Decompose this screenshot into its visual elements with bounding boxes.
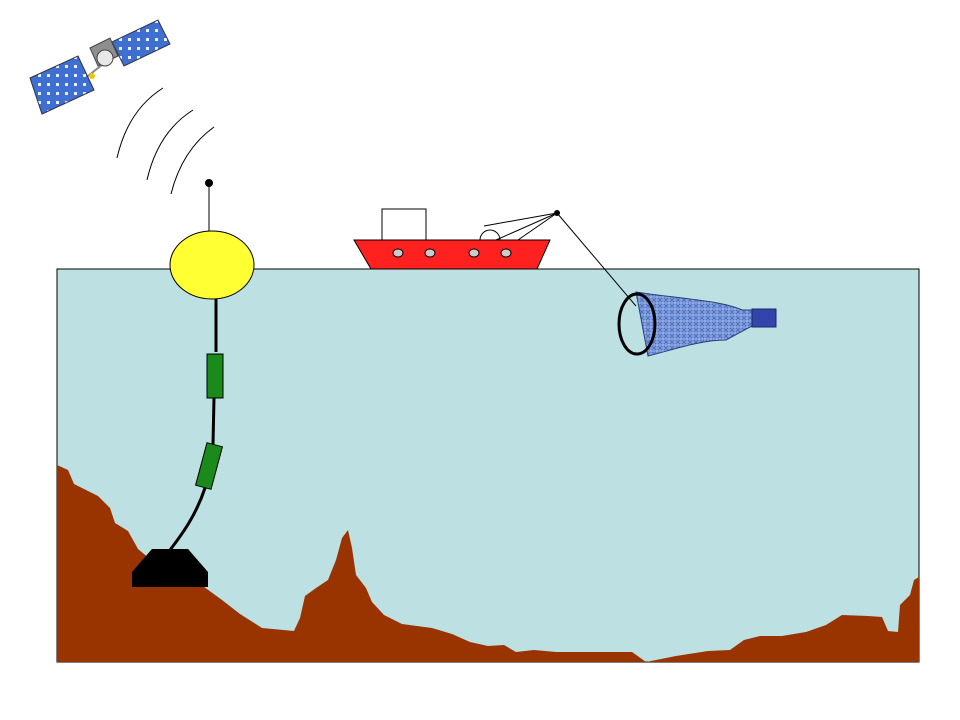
porthole <box>468 248 480 258</box>
porthole <box>500 248 512 258</box>
mooring-line <box>168 296 218 551</box>
plankton-net-icon <box>617 291 777 357</box>
ship-icon <box>353 208 558 270</box>
buoy-icon <box>169 179 255 300</box>
tow-line <box>554 210 637 307</box>
anchor-weight-icon <box>132 549 208 587</box>
seabed-terrain <box>57 465 919 662</box>
sensor-icon <box>206 353 224 399</box>
porthole <box>392 248 404 258</box>
porthole <box>424 248 436 258</box>
sensor-icon <box>194 442 224 490</box>
satellite-icon <box>29 19 171 115</box>
radio-signal-icon <box>116 87 215 195</box>
